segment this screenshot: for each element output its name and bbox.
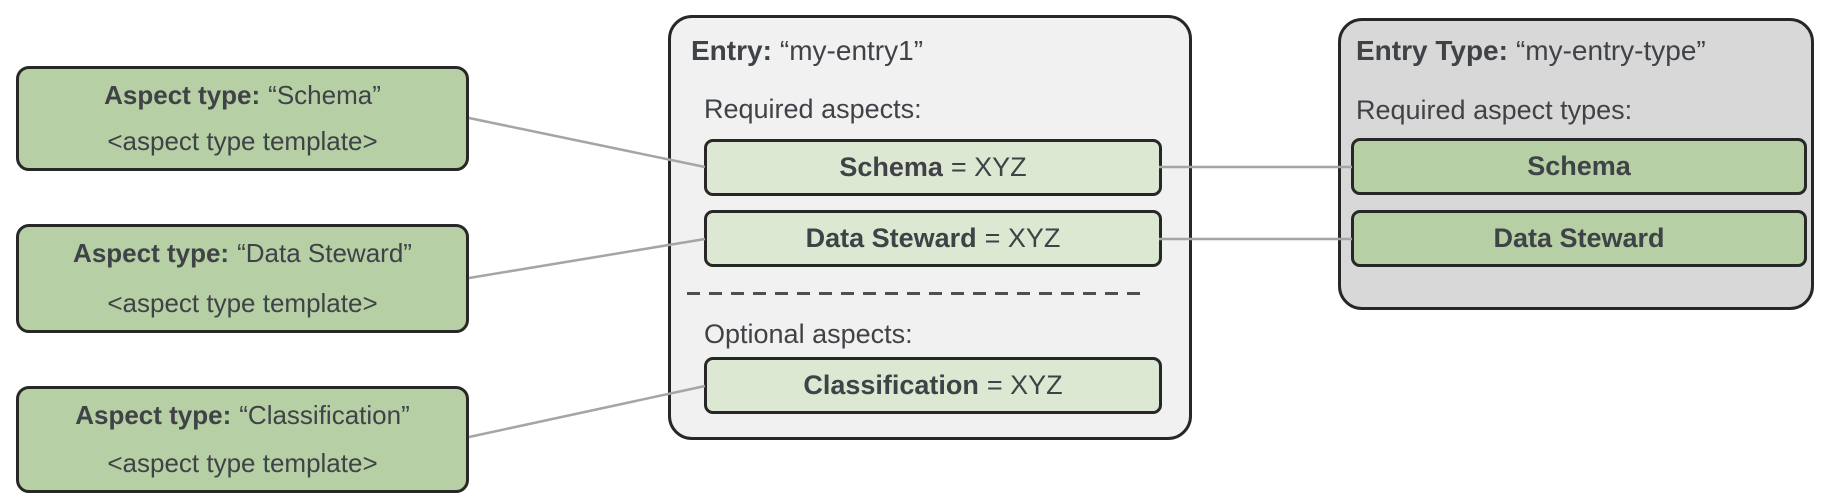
aspect-type-template-text: <aspect type template>: [107, 448, 378, 478]
aspect-type-card-schema: Aspect type: “Schema” <aspect type templ…: [16, 66, 469, 171]
aspect-type-card-classification: Aspect type: “Classification” <aspect ty…: [16, 386, 469, 493]
aspect-value: = XYZ: [986, 370, 1063, 400]
aspect-name: Data Steward: [805, 223, 977, 253]
aspect-row-data-steward: Data Steward = XYZ: [704, 210, 1162, 267]
required-aspect-types-label: Required aspect types:: [1356, 95, 1633, 125]
entry-type-title-value: “my-entry-type”: [1515, 35, 1706, 66]
aspect-type-template: <aspect type template>: [27, 126, 458, 157]
entry-type-title: Entry Type: “my-entry-type”: [1356, 35, 1706, 67]
entry-title-value: “my-entry1”: [779, 35, 924, 66]
aspect-type-card-title: Aspect type: “Classification”: [27, 400, 458, 431]
aspect-type-card-data-steward: Aspect type: “Data Steward” <aspect type…: [16, 224, 469, 333]
aspect-type-name: “Data Steward”: [237, 238, 412, 268]
aspect-type-label: Aspect type:: [75, 400, 232, 430]
aspect-name: Classification: [803, 370, 979, 400]
aspect-type-row-schema: Schema: [1351, 138, 1807, 195]
entry-title-label: Entry:: [691, 35, 772, 66]
entry-panel: Entry: “my-entry1” Required aspects: Sch…: [668, 15, 1192, 440]
aspect-type-card-title: Aspect type: “Data Steward”: [27, 238, 458, 269]
entry-type-title-label: Entry Type:: [1356, 35, 1508, 66]
aspect-type-label: Aspect type:: [104, 80, 261, 110]
aspect-type-template: <aspect type template>: [27, 288, 458, 319]
entry-type-panel: Entry Type: “my-entry-type” Required asp…: [1338, 18, 1814, 310]
aspect-type-card-title: Aspect type: “Schema”: [27, 80, 458, 111]
aspect-type-row-data-steward: Data Steward: [1351, 210, 1807, 267]
aspect-row-schema: Schema = XYZ: [704, 139, 1162, 196]
aspect-type-label: Aspect type:: [73, 238, 230, 268]
aspect-type-name: “Schema”: [268, 80, 381, 110]
optional-aspects-label: Optional aspects:: [704, 319, 913, 349]
aspect-type-name: “Classification”: [239, 400, 410, 430]
aspect-name: Schema: [839, 152, 943, 182]
aspect-type-template-text: <aspect type template>: [107, 126, 378, 156]
aspect-value: = XYZ: [984, 223, 1061, 253]
aspect-type-template-text: <aspect type template>: [107, 288, 378, 318]
aspect-value: = XYZ: [950, 152, 1027, 182]
required-optional-divider: [687, 292, 1145, 295]
aspect-type-template: <aspect type template>: [27, 448, 458, 479]
required-aspects-label: Required aspects:: [704, 94, 922, 124]
aspect-row-classification: Classification = XYZ: [704, 357, 1162, 414]
entry-title: Entry: “my-entry1”: [691, 35, 923, 67]
